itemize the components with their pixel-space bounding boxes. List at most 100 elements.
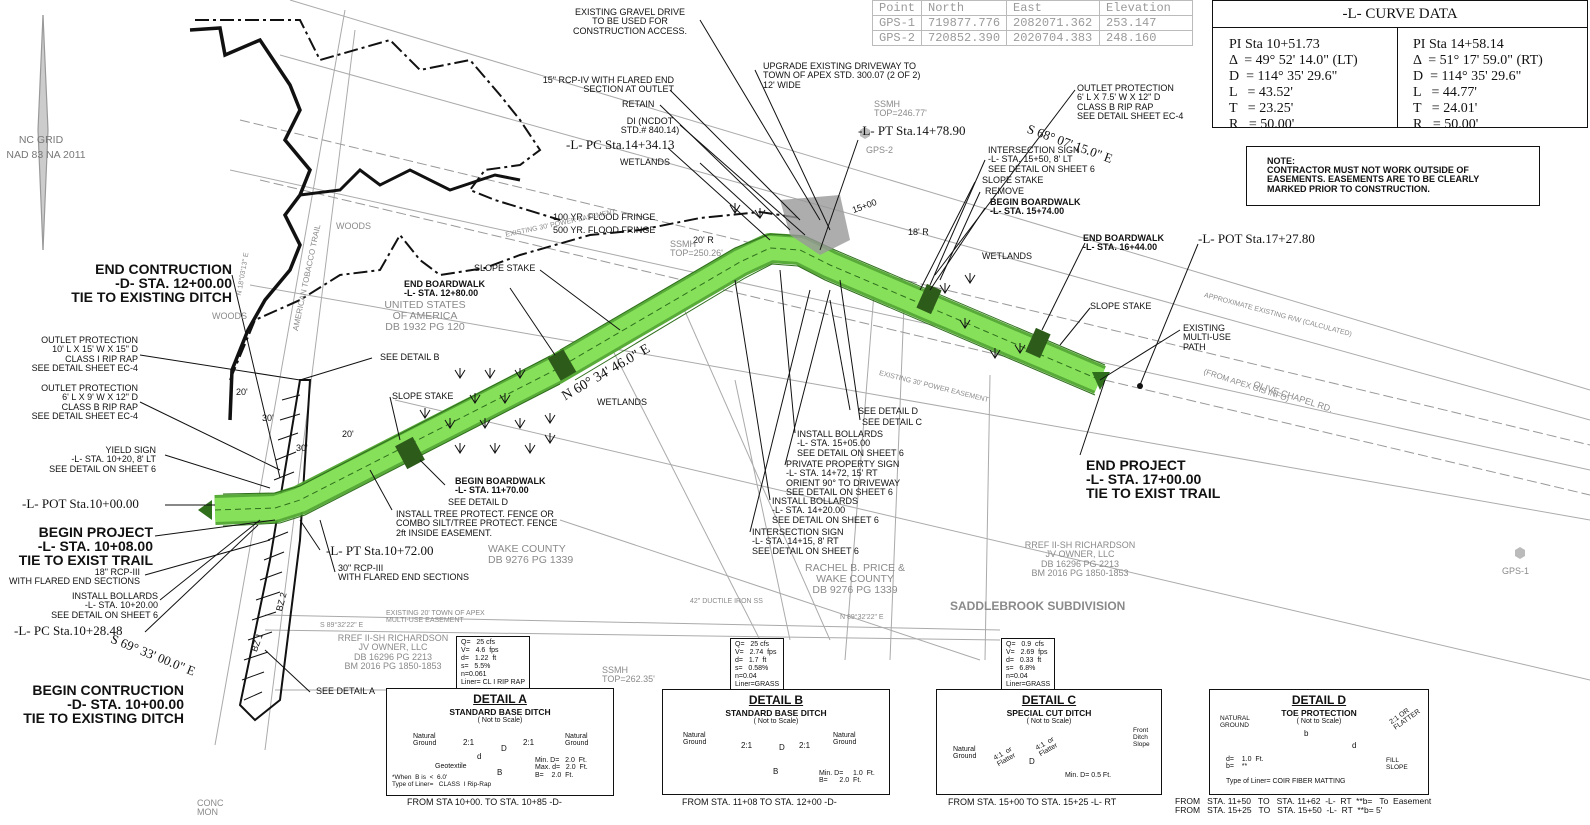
callout-begin-boardwalk-2: BEGIN BOARDWALK -L- STA. 15+74.00: [990, 197, 1081, 217]
table-cell: GPS-1: [871, 15, 923, 31]
dim-18r: 18' R: [908, 227, 929, 237]
callout-int-1550: INTERSECTION SIGN -L- STA. 15+50, 8' LT …: [988, 145, 1095, 174]
detail-c-slope-2: 4:1 or Flatter: [1034, 736, 1060, 759]
detail-d: DETAIL D TOE PROTECTION ( Not to Scale) …: [1209, 689, 1429, 795]
detail-b-slope-2: 2:1: [799, 741, 811, 750]
table-cell: 2082071.362: [1006, 15, 1101, 31]
dim-20-b: 20': [342, 429, 354, 439]
detail-b-dimensions: Min. D= 1.0 Ft. B= 2.0 Ft.: [819, 770, 875, 785]
station-pc-1028: -L- PC Sta.10+28.48: [14, 623, 123, 638]
dim-30-a: 30': [262, 413, 274, 423]
table-header: Point: [871, 0, 923, 16]
detail-b-slope-1: 2:1: [741, 741, 753, 750]
detail-d-title: DETAIL D: [1291, 693, 1347, 707]
callout-outlet-1: OUTLET PROTECTION 10' L X 15' W X 15" D …: [31, 335, 138, 374]
callout-begin-boardwalk-1: BEGIN BOARDWALK -L- STA. 11+70.00: [455, 476, 546, 496]
note-text: CONTRACTOR MUST NOT WORK OUTSIDE OF EASE…: [1267, 165, 1480, 194]
detail-c-dimensions: Min. D= 0.5 Ft.: [1065, 772, 1112, 779]
datum-label: NAD 83 NA 2011: [6, 149, 86, 161]
callout-gravel-drive: EXISTING GRAVEL DRIVE TO BE USED FOR CON…: [572, 7, 687, 36]
table-header: North: [921, 0, 1008, 16]
callout-end-boardwalk-2: END BOARDWALK -L- STA. 16+44.00: [1083, 233, 1164, 253]
parcel-rachel-price: RACHEL B. PRICE & WAKE COUNTY DB 9276 PG…: [805, 562, 905, 597]
gps-1-label: GPS-1: [1502, 566, 1530, 576]
curve-2-data: PI Sta 14+58.14 Δ = 51° 17' 59.0" (RT) D…: [1413, 37, 1543, 132]
dim-20-a: 20': [236, 387, 248, 397]
callout-flood-100: 100 YR. FLOOD FRINGE: [553, 212, 656, 222]
table-cell: 2020704.383: [1006, 30, 1101, 46]
detail-b-base-label: B: [773, 767, 779, 776]
ductile-iron-label: 42" DUCTILE IRON SS: [690, 598, 763, 605]
ssmh-2: SSMH TOP=246.77': [874, 99, 927, 119]
detail-d-subtitle: TOE PROTECTION: [1281, 708, 1357, 718]
callout-tree-fence: INSTALL TREE PROTECT. FENCE OR COMBO SIL…: [396, 509, 558, 538]
callout-see-detail-d-2: SEE DETAIL D: [858, 406, 919, 416]
detail-d-scale: ( Not to Scale): [1296, 718, 1342, 725]
detail-a-slope-1: 2:1: [463, 738, 475, 747]
detail-c-scale: ( Not to Scale): [1026, 718, 1072, 725]
table-cell: 719877.776: [921, 15, 1008, 31]
table-row: GPS-2 720852.390 2020704.383 248.160: [871, 30, 1194, 46]
detail-d-dimensions: d= 1.0 Ft. b= **: [1226, 756, 1264, 771]
station-pt-1072: -L- PT Sta.10+72.00: [326, 543, 434, 558]
gps-2-label: GPS-2: [866, 145, 894, 155]
parcel-rref-left: RREF II-SH RICHARDSON JV OWNER, LLC DB 1…: [337, 633, 449, 672]
subdivision-label: SADDLEBROOK SUBDIVISION: [950, 599, 1126, 613]
detail-a-title: DETAIL A: [473, 692, 527, 706]
end-construction-label: END CONTRUCTION -D- STA. 12+00.00 TIE TO…: [71, 261, 232, 305]
detail-a-base-label: B: [497, 768, 503, 777]
callout-detail-b: SEE DETAIL B: [380, 352, 440, 362]
ditch-hatching: [238, 379, 312, 722]
dim-20r: 20' R: [693, 235, 714, 245]
callout-existing-multi-use: EXISTING MULTI-USE PATH: [1183, 323, 1231, 352]
callout-wetlands-2: WETLANDS: [597, 397, 648, 407]
north-label: NC GRID: [18, 134, 64, 146]
woods-label-2: WOODS: [212, 311, 247, 321]
table-row: GPS-1 719877.776 2082071.362 253.147: [871, 15, 1194, 31]
callout-bollards-1505: INSTALL BOLLARDS -L- STA. 15+05.00 SEE D…: [797, 429, 904, 458]
detail-a-natural-ground-2: Natural Ground: [565, 733, 589, 748]
leader-lines: [139, 19, 1199, 693]
station-pot-1727: -L- POT Sta.17+27.80: [1198, 231, 1315, 246]
detail-a-dimensions: Min. D= 2.0 Ft. Max. d= 2.0 Ft. B= 2.0 F…: [535, 757, 588, 779]
north-arrow: [37, 14, 49, 251]
callout-slope-stake-r: SLOPE STAKE: [1090, 301, 1152, 311]
detail-a: DETAIL A STANDARD BASE DITCH ( Not to Sc…: [386, 688, 614, 796]
detail-d-b-label: b: [1304, 729, 1309, 738]
detail-c-subtitle: SPECIAL CUT DITCH: [1006, 708, 1092, 718]
callout-wetlands-3: WETLANDS: [982, 251, 1033, 261]
callout-rcp-30: 30" RCP-III WITH FLARED END SECTIONS: [338, 563, 470, 583]
callout-see-detail-c: SEE DETAIL C: [862, 417, 923, 427]
detail-c-hydraulics: Q= 0.9 cfs V= 2.69 fps d= 0.33 ft s= 6.8…: [1001, 638, 1056, 692]
callout-see-detail-d-1: SEE DETAIL D: [448, 497, 509, 507]
detail-d-station-range: FROM STA. 11+50 TO STA. 11+62 -L- RT **b…: [1175, 796, 1432, 815]
callout-yield-sign: YIELD SIGN -L- STA. 10+20, 8' LT SEE DET…: [49, 445, 156, 474]
detail-c: DETAIL C SPECIAL CUT DITCH ( Not to Scal…: [936, 689, 1162, 795]
table-cell: 248.160: [1099, 30, 1194, 46]
driveway: [780, 195, 850, 255]
detail-a-scale: ( Not to Scale): [477, 717, 523, 724]
survey-point-table: Point North East Elevation GPS-1 719877.…: [871, 0, 1194, 46]
callout-slope-stake-mid: SLOPE STAKE: [474, 263, 536, 273]
callout-upgrade-driveway: UPGRADE EXISTING DRIVEWAY TO TOWN OF APE…: [763, 61, 921, 90]
detail-c-title: DETAIL C: [1021, 693, 1077, 707]
detail-c-front-ditch-slope: Front Ditch Slope: [1133, 727, 1150, 748]
detail-c-depth-label: D: [1029, 757, 1035, 766]
bearing-s89: S 89°32'22" E: [320, 622, 364, 629]
apex-easement-label: EXISTING 20' TOWN OF APEX MULTI-USE EASE…: [386, 610, 485, 625]
callout-outlet-top: OUTLET PROTECTION 6' L X 7.5' W X 12" D …: [1077, 83, 1184, 122]
end-project-label: END PROJECT -L- STA. 17+00.00 TIE TO EXI…: [1086, 457, 1221, 501]
callout-private-property: PRIVATE PROPERTY SIGN -L- STA. 14+72, 15…: [786, 459, 901, 498]
detail-b-scale: ( Not to Scale): [753, 718, 799, 725]
callout-di: DI (NCDOT STD.# 840.14): [620, 116, 680, 136]
detail-a-depth-label: D: [501, 744, 507, 753]
detail-b: DETAIL B STANDARD BASE DITCH ( Not to Sc…: [662, 689, 890, 795]
parcel-wake-county: WAKE COUNTY DB 9276 PG 1339: [488, 543, 574, 567]
callout-bollards-1420: INSTALL BOLLARDS -L- STA. 14+20.00 SEE D…: [772, 496, 879, 525]
detail-b-natural-ground-1: Natural Ground: [683, 732, 707, 747]
divider: [1397, 27, 1398, 127]
table-header-row: Point North East Elevation: [871, 0, 1194, 16]
detail-b-hydraulics: Q= 25 cfs V= 2.74 fps d= 1.7 ft s= 0.58%…: [730, 638, 785, 692]
callout-wetlands-1: WETLANDS: [620, 157, 671, 167]
